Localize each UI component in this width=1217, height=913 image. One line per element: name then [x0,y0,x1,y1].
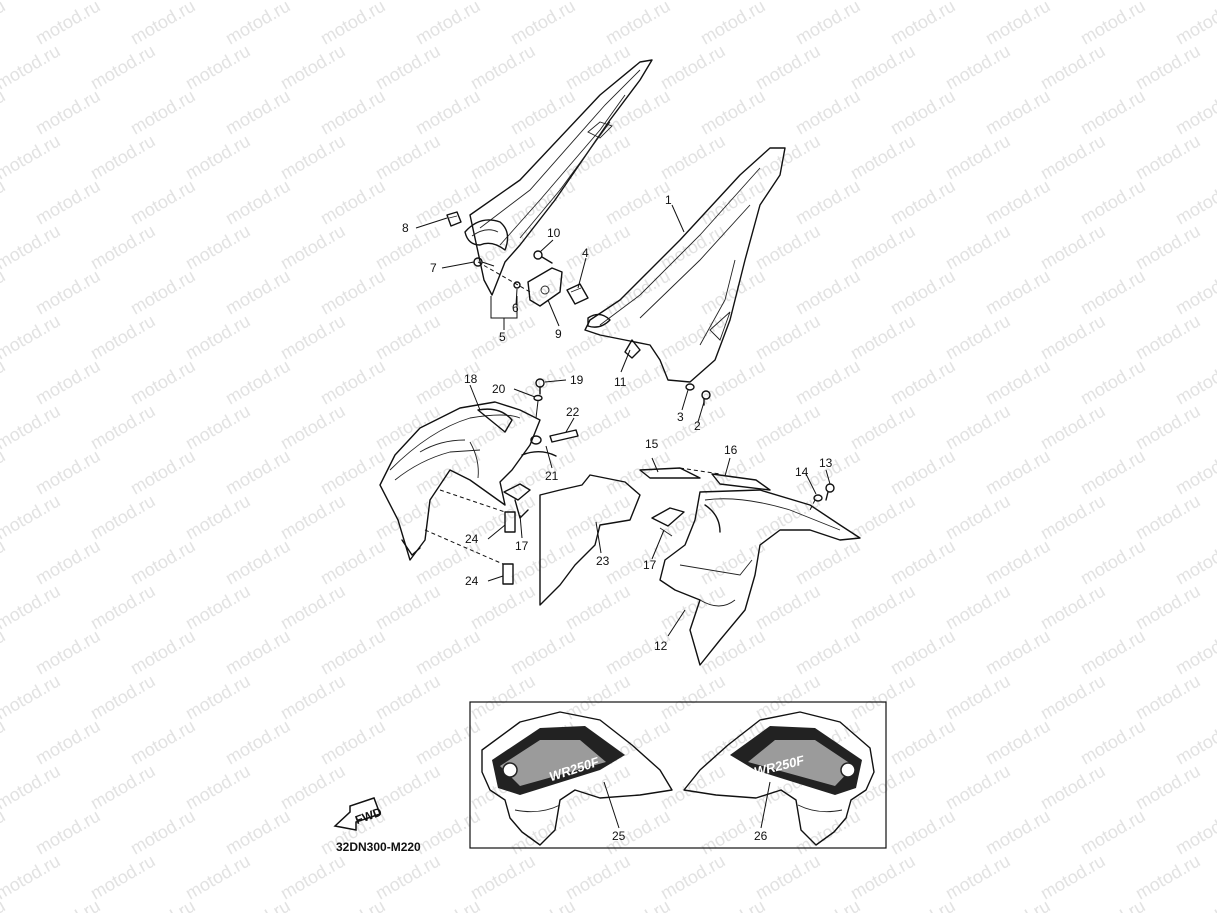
callout-1: 1 [665,193,672,207]
graphic-26: WR250F [683,711,875,846]
damper-22 [549,429,579,443]
radiator-shroud-left [379,401,541,561]
washer-14 [809,494,823,511]
callout-14: 14 [795,465,809,479]
fwd-arrow-icon: FWD [333,797,384,831]
bolt-10 [533,250,553,264]
screw-7 [473,257,495,267]
washer-20 [533,394,543,419]
side-cover-1 [584,147,786,383]
band-17-right [651,507,685,537]
callout-9: 9 [555,327,562,341]
washer-3 [685,383,695,391]
callout-10: 10 [547,226,561,240]
strip-16 [711,473,771,491]
callout-16: 16 [724,443,738,457]
grommet-4 [566,283,589,305]
callout-21: 21 [545,469,559,483]
diagram-code: 32DN300-M220 [336,840,421,854]
callout-12: 12 [654,639,668,653]
callout-13: 13 [819,456,833,470]
callout-22: 22 [566,405,580,419]
bolt-19 [535,378,545,395]
callouts: 1 2 3 4 5 6 7 8 9 10 11 12 13 14 15 16 1… [402,193,833,843]
screw-2 [701,390,711,406]
callout-20: 20 [492,382,506,396]
callout-7: 7 [430,261,437,275]
graphics-inset-box [469,701,887,849]
callout-5: 5 [499,330,506,344]
callout-6: 6 [512,301,519,315]
rear-side-cover [464,59,653,296]
callout-8: 8 [402,221,409,235]
callout-26: 26 [754,829,768,843]
callout-23: 23 [596,554,610,568]
callout-2: 2 [694,419,701,433]
washer-6 [477,261,531,293]
label-24 [424,489,516,585]
band-17-left [503,483,531,519]
radiator-shroud-right [659,489,861,666]
bolt-13 [825,483,835,501]
graphic-25: WR250F [481,711,673,846]
callout-24-top: 24 [465,532,479,546]
callout-15: 15 [645,437,659,451]
callout-18: 18 [464,372,478,386]
callout-19: 19 [570,373,584,387]
callout-11: 11 [614,375,627,389]
strip-15 [639,467,721,479]
callout-24-bottom: 24 [465,574,479,588]
collar-21 [521,435,557,457]
clip-8 [446,211,462,227]
bracket-9 [527,267,563,307]
callout-17-right: 17 [643,558,657,572]
leader-lines [415,204,831,829]
callout-4: 4 [582,246,589,260]
guard-23 [539,474,641,606]
callout-25: 25 [612,829,626,843]
callout-3: 3 [677,410,684,424]
callout-17-left: 17 [515,539,529,553]
